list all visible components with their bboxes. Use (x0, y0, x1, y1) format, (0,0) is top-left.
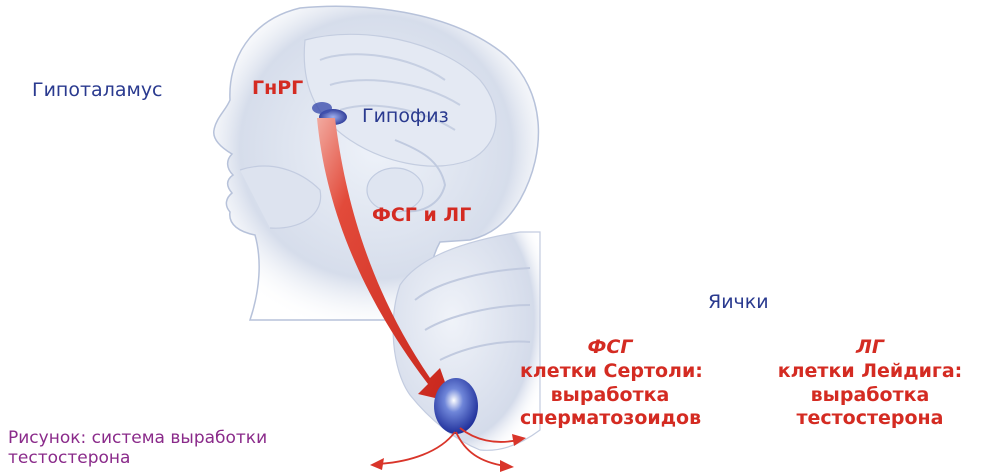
sertoli-line3: сперматозоидов (520, 407, 700, 431)
leydig-hormone: ЛГ (770, 336, 970, 360)
caption-line1: Рисунок: система выработки (8, 428, 267, 448)
caption-line2: тестостерона (8, 448, 267, 468)
label-gnrh: ГнРГ (252, 78, 303, 100)
leydig-line2: выработка (770, 384, 970, 408)
sertoli-line2: выработка (520, 384, 700, 408)
leydig-line1: клетки Лейдига: (770, 360, 970, 384)
figure-caption: Рисунок: система выработки тестостерона (8, 428, 267, 469)
label-pituitary: Гипофиз (362, 106, 449, 128)
label-hypothalamus: Гипоталамус (32, 80, 163, 102)
testis (434, 378, 478, 434)
label-fsh-lh: ФСГ и ЛГ (372, 205, 471, 227)
arrowhead-bottom (500, 460, 514, 472)
sertoli-hormone: ФСГ (520, 336, 700, 360)
sertoli-line1: клетки Сертоли: (520, 360, 700, 384)
leydig-block: ЛГ клетки Лейдига: выработка тестостерон… (770, 336, 970, 431)
sertoli-block: ФСГ клетки Сертоли: выработка сперматозо… (520, 336, 700, 431)
label-testes: Яички (708, 292, 769, 314)
leydig-line3: тестостерона (770, 407, 970, 431)
arrowhead-left (370, 458, 384, 470)
hypothalamus-spot (312, 102, 332, 114)
